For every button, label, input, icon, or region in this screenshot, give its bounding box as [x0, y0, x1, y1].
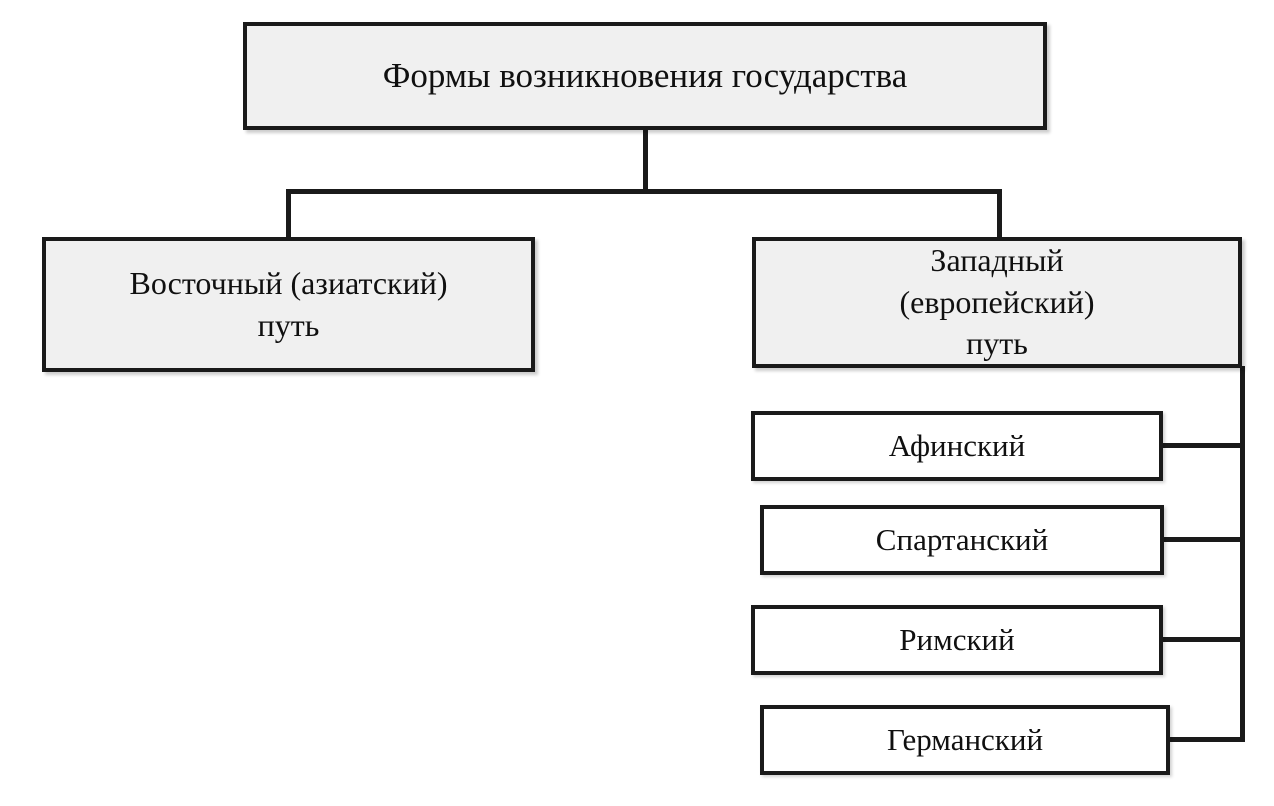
node-germanic: Германский: [760, 705, 1170, 775]
node-eastern-asiatic-path: Восточный (азиатский) путь: [42, 237, 535, 372]
node-roman: Римский: [751, 605, 1163, 675]
connector-drop-west: [997, 189, 1002, 241]
node-athenian: Афинский: [751, 411, 1163, 481]
node-root-forms-of-state-emergence: Формы возникновения государства: [243, 22, 1047, 130]
node-spartan: Спартанский: [760, 505, 1164, 575]
connector-root-stem: [643, 128, 648, 194]
connector-stub-sparta: [1161, 537, 1244, 542]
connector-stub-german: [1167, 737, 1244, 742]
connector-stub-rome: [1160, 637, 1244, 642]
connector-drop-east: [286, 189, 291, 241]
connector-stub-athens: [1160, 443, 1244, 448]
connector-split-bar: [286, 189, 1002, 194]
connector-west-trunk: [1240, 366, 1245, 742]
node-western-european-path: Западный (европейский) путь: [752, 237, 1242, 368]
